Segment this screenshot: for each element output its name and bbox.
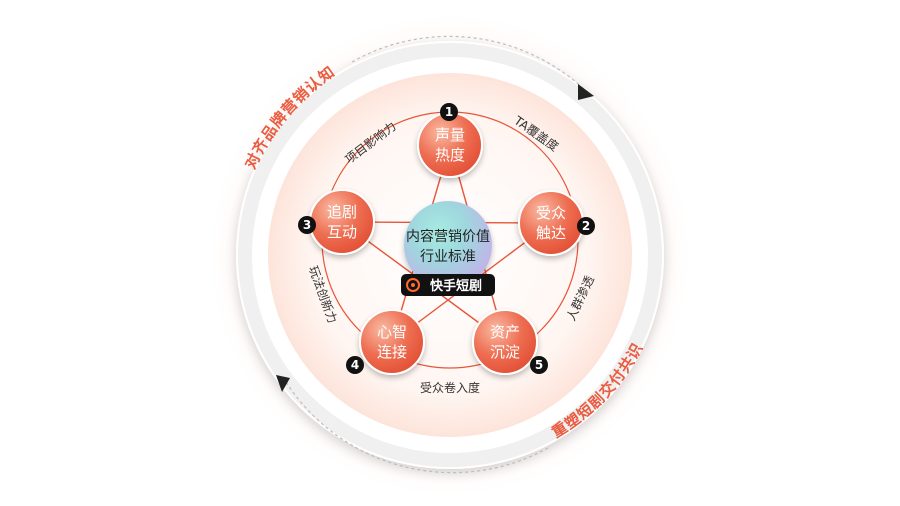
- node-sound-heat: 声量 热度 1: [417, 103, 483, 178]
- node-mind-connection-line1: 心智: [377, 323, 407, 341]
- node-drama-interaction-line1: 追剧: [327, 203, 357, 221]
- badge-3-number: 3: [303, 218, 311, 232]
- node-asset-accumulation-line2: 沉淀: [490, 343, 520, 361]
- node-sound-heat-line2: 热度: [435, 146, 465, 164]
- badge-3: [298, 216, 316, 234]
- edge-label-audience-involvement: 受众卷入度: [420, 380, 480, 395]
- cycle-arrow-bottom-icon: [276, 375, 290, 392]
- node-mind-connection: 心智 连接 4: [346, 309, 425, 375]
- node-drama-interaction: 追剧 互动 3: [298, 189, 375, 255]
- node-sound-heat-line1: 声量: [435, 126, 465, 144]
- badge-4: [346, 356, 364, 374]
- brand-badge: [401, 274, 495, 296]
- badge-5: [530, 356, 548, 374]
- center-label-line1: 内容营销价值: [406, 228, 490, 245]
- badge-1-number: 1: [445, 105, 453, 119]
- badge-2-number: 2: [582, 219, 590, 233]
- badge-1: [440, 103, 458, 121]
- node-audience-reach: 受众 触达 2: [518, 190, 595, 256]
- node-mind-connection-line2: 连接: [377, 343, 407, 361]
- node-asset-accumulation-line1: 资产: [490, 323, 520, 341]
- node-drama-interaction-line2: 互动: [327, 223, 357, 241]
- node-asset-accumulation: 资产 沉淀 5: [472, 309, 548, 375]
- node-audience-reach-line2: 触达: [536, 224, 566, 242]
- kuaishou-logo-icon: [406, 278, 420, 292]
- center-node: 内容营销价值 行业标准 快手短剧: [401, 201, 495, 296]
- badge-4-number: 4: [351, 358, 359, 372]
- node-audience-reach-line1: 受众: [536, 204, 566, 222]
- center-label-line2: 行业标准: [420, 249, 476, 265]
- badge-5-number: 5: [535, 358, 543, 372]
- outer-ring-band: [238, 43, 662, 467]
- cycle-arrow-top-icon: [578, 84, 594, 100]
- badge-2: [577, 217, 595, 235]
- brand-name: 快手短剧: [430, 278, 482, 294]
- cycle-arc-top: [351, 35, 589, 94]
